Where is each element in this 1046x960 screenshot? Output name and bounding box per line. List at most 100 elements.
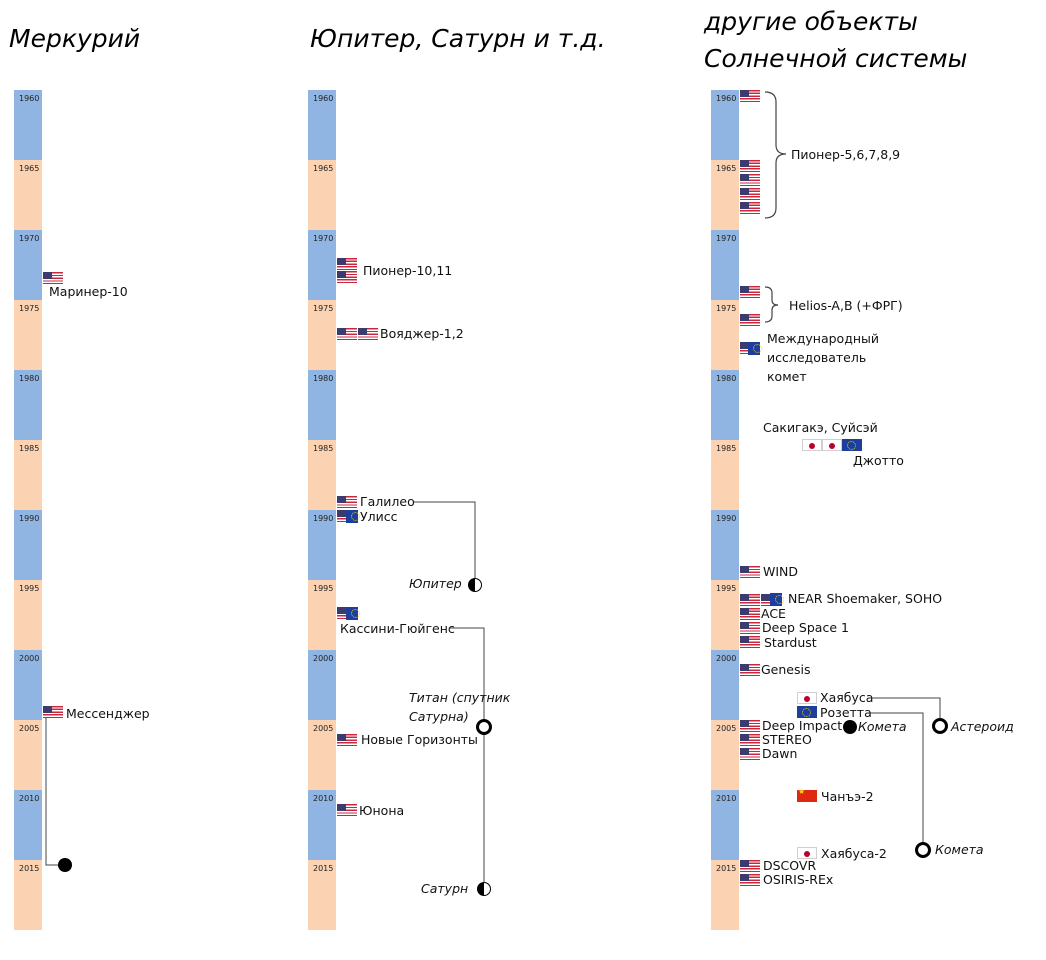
us-flag-icon [740, 748, 760, 760]
juno-label: Юнона [359, 803, 405, 818]
genesis-label: Genesis [761, 662, 811, 677]
timeline-segment: 1985 [711, 440, 739, 510]
us-flag-icon [337, 804, 357, 816]
comet-target-label: Комета [858, 719, 907, 734]
us-flag-icon [740, 160, 760, 172]
deep-impact-target-marker [843, 720, 857, 734]
timeline-segment: 2015 [711, 860, 739, 930]
us-flag-icon [337, 328, 357, 340]
year-label: 1965 [313, 164, 334, 173]
dscovr-label: DSCOVR [763, 858, 817, 873]
us-flag-icon [740, 566, 760, 578]
year-label: 2010 [313, 794, 334, 803]
timeline-segment: 1985 [308, 440, 336, 510]
dawn-label: Dawn [762, 746, 798, 761]
mariner-10-label: Маринер-10 [49, 284, 128, 299]
timeline-segment: 2000 [711, 650, 739, 720]
eu-flag-icon [748, 342, 762, 355]
timeline-segment: 2005 [14, 720, 42, 790]
stardust-label: Stardust [764, 635, 817, 650]
osiris-rex-label: OSIRIS-REx [763, 872, 834, 887]
year-label: 1985 [19, 444, 40, 453]
us-flag-icon [740, 874, 760, 886]
ace-label: ACE [761, 606, 786, 621]
timeline-segment: 1990 [711, 510, 739, 580]
saturn-target-marker [477, 882, 491, 896]
us-flag-icon [337, 258, 357, 270]
other-column-title: другие объекты Солнечной системы [704, 7, 968, 73]
timeline-segment: 1985 [14, 440, 42, 510]
eu-flag-icon [770, 593, 784, 606]
year-label: 1990 [716, 514, 737, 523]
jupiter-column-title: Юпитер, Сатурн и т.д. [310, 24, 606, 53]
galileo-label: Галилео [360, 494, 415, 509]
year-label: 2005 [313, 724, 334, 733]
year-label: 1985 [716, 444, 737, 453]
deep-impact-label: Deep Impact [762, 718, 843, 733]
hayabusa-connector [872, 697, 941, 718]
mercury-target-marker [58, 858, 72, 872]
mercury-column-title: Меркурий [9, 24, 141, 53]
helios-brace [764, 286, 779, 323]
us-flag-icon [740, 286, 760, 298]
year-label: 2010 [19, 794, 40, 803]
timeline-segment: 1975 [711, 300, 739, 370]
timeline-segment: 1970 [308, 230, 336, 300]
year-label: 1970 [19, 234, 40, 243]
year-label: 1975 [716, 304, 737, 313]
us-flag-icon [740, 174, 760, 186]
year-label: 1965 [19, 164, 40, 173]
us-flag-icon [740, 636, 760, 648]
stereo-label: STEREO [762, 732, 812, 747]
sakigake-suisei-label: Сакигакэ, Суйсэй [763, 420, 878, 435]
year-label: 1980 [716, 374, 737, 383]
timeline-segment: 1995 [711, 580, 739, 650]
year-label: 1960 [313, 94, 334, 103]
eu-flag-icon [797, 706, 817, 718]
timeline-segment: 2010 [308, 790, 336, 860]
timeline-segment: 1975 [14, 300, 42, 370]
us-flag-icon [740, 90, 760, 102]
us-flag-icon [337, 271, 357, 283]
year-label: 1990 [19, 514, 40, 523]
timeline-segment: 2010 [711, 790, 739, 860]
us-flag-icon [43, 272, 63, 284]
rosetta-label: Розетта [820, 705, 872, 720]
new-horizons-label: Новые Горизонты [361, 732, 478, 747]
messenger-label: Мессенджер [66, 706, 150, 721]
timeline-segment: 1980 [308, 370, 336, 440]
timeline-segment: 2015 [14, 860, 42, 930]
japan-flag-icon [822, 439, 842, 451]
us-flag-icon [740, 202, 760, 214]
timeline-segment: 1965 [14, 160, 42, 230]
jupiter-target-label: Юпитер [409, 576, 462, 591]
us-flag-icon [740, 188, 760, 200]
cassini-huygens-label: Кассини-Гюйгенс [340, 621, 455, 636]
us-flag-icon [337, 734, 357, 746]
timeline-segment: 1990 [308, 510, 336, 580]
year-label: 1985 [313, 444, 334, 453]
timeline-segment: 2005 [711, 720, 739, 790]
us-flag-icon [740, 860, 760, 872]
timeline-segment: 1980 [711, 370, 739, 440]
change-2-label: Чанъэ-2 [821, 789, 874, 804]
ulysses-label: Улисс [360, 509, 398, 524]
year-label: 1970 [313, 234, 334, 243]
year-label: 1980 [313, 374, 334, 383]
pioneer-10-11-label: Пионер-10,11 [363, 263, 453, 278]
year-label: 1975 [19, 304, 40, 313]
us-flag-icon [337, 496, 357, 508]
us-flag-icon [740, 608, 760, 620]
timeline-segment: 2015 [308, 860, 336, 930]
rosetta-connector [868, 712, 924, 842]
timeline-segment: 2010 [14, 790, 42, 860]
year-label: 2010 [716, 794, 737, 803]
pioneer-5-9-label: Пионер-5,6,7,8,9 [791, 147, 901, 162]
hayabusa-2-label: Хаябуса-2 [821, 846, 887, 861]
us-flag-icon [740, 594, 760, 606]
cassini-connector [450, 627, 485, 885]
japan-flag-icon [797, 692, 817, 704]
eu-flag-icon [346, 510, 360, 523]
